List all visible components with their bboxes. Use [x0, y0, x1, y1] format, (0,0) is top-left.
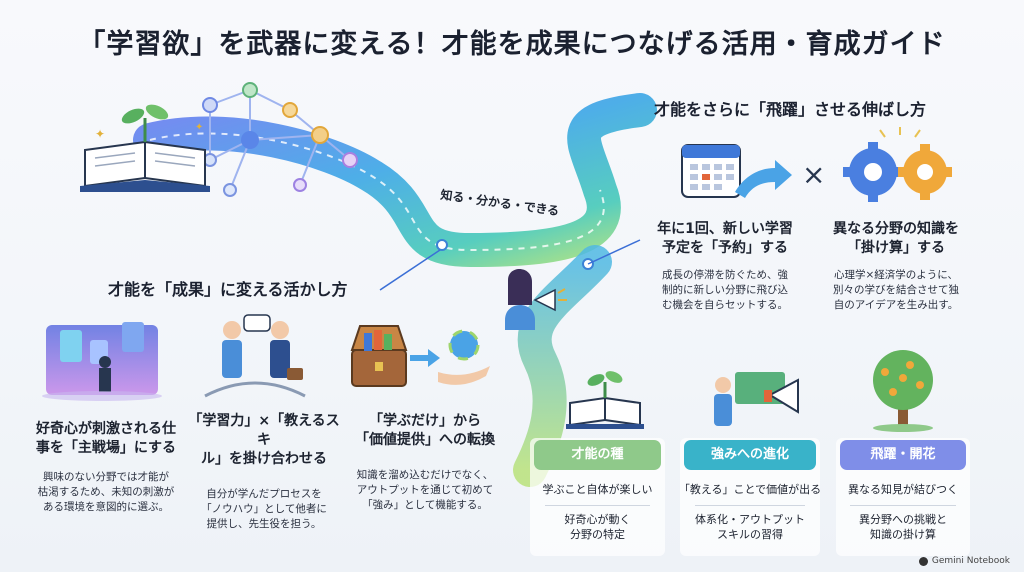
times-sign: × — [802, 158, 825, 191]
left-item-2-desc-line3: 提供し、先生役を担う。 — [206, 518, 322, 530]
stage-2-line1: 「教える」ことで価値が出る — [678, 483, 822, 496]
right-item-1-title-line1: 年に1回、新しい学習 — [657, 221, 793, 237]
portal-icon — [42, 322, 162, 401]
stage-2-line2b: スキルの習得 — [717, 528, 783, 541]
left-item-3: 「学ぶだけ」から 「価値提供」への転換 知識を溜め込むだけでなく、 アウトプット… — [340, 412, 510, 513]
stage-label-leap: 飛躍・開花 — [840, 440, 966, 470]
right-item-1: 年に1回、新しい学習 予定を「予約」する 成長の停滞を防ぐため、強 制的に新しい… — [650, 220, 800, 313]
svg-text:✦: ✦ — [95, 127, 105, 141]
arrow-icon — [410, 349, 440, 367]
left-item-1-desc-line2: 枯渇するため、未知の刺激が — [37, 486, 175, 498]
book-sprout-icon: ✦ ✦ — [80, 104, 210, 192]
stage-3-line2a: 異分野への挑戦と — [859, 513, 947, 526]
right-item-2-title-line2: 「掛け算」する — [847, 240, 945, 256]
stage-3-line1: 異なる知見が結びつく — [848, 483, 958, 496]
treasure-chest-icon — [350, 325, 408, 387]
left-item-2-title-line2: ル」を掛け合わせる — [201, 451, 327, 467]
globe-hand-icon — [438, 329, 490, 385]
stage-label-evolve: 強みへの進化 — [684, 440, 816, 470]
calendar-icon — [681, 144, 741, 198]
gears-icon — [843, 127, 952, 202]
stage-label-seed: 才能の種 — [534, 440, 661, 470]
right-item-1-title-line2: 予定を「予約」する — [662, 240, 788, 256]
left-section-heading: 才能を「成果」に変える活かし方 — [108, 280, 348, 299]
left-item-3-desc-line1: 知識を溜め込むだけでなく、 — [356, 469, 494, 481]
left-item-2-desc-line2: 「ノウハウ」として他者に — [201, 503, 327, 515]
divider — [545, 505, 650, 506]
stage-1-line1: 学ぶこと自体が楽しい — [542, 483, 653, 496]
left-item-2: 「学習力」×「教えるスキ ル」を掛け合わせる 自分が学んだプロセスを 「ノウハウ… — [184, 412, 344, 532]
speaker-woman-icon — [505, 268, 567, 330]
right-item-1-desc-line1: 成長の停滞を防ぐため、強 — [662, 269, 788, 281]
left-item-2-title-line1: 「学習力」×「教えるスキ — [188, 413, 340, 448]
divider — [850, 505, 956, 506]
arrow-icon — [735, 160, 792, 198]
brand-mark: Gemini Notebook — [918, 556, 1010, 566]
tree-icon — [873, 350, 933, 432]
svg-text:✦: ✦ — [195, 122, 203, 133]
left-item-1-title-line1: 好奇心が刺激される仕 — [36, 421, 176, 437]
left-item-3-title-line2: 「価値提供」への転換 — [355, 432, 495, 448]
left-item-3-desc-line3: 「強み」として機能する。 — [362, 499, 488, 511]
brand-name: Gemini Notebook — [931, 556, 1010, 566]
path-node — [436, 239, 448, 251]
right-item-1-desc-line2: 制的に新しい分野に飛び込 — [662, 284, 788, 296]
right-item-2: 異なる分野の知識を 「掛け算」する 心理学×経済学のように、 別々の学びを結合さ… — [816, 220, 976, 313]
stage-2-line2a: 体系化・アウトプット — [695, 513, 805, 526]
left-item-3-desc-line2: アウトプットを通じて初めて — [356, 484, 494, 496]
right-item-1-desc-line3: む機会を自らセットする。 — [662, 299, 788, 311]
left-item-2-desc-line1: 自分が学んだプロセスを — [206, 488, 322, 500]
left-item-3-title-line1: 「学ぶだけ」から — [369, 413, 481, 429]
divider — [695, 505, 805, 506]
right-item-2-desc-line1: 心理学×経済学のように、 — [834, 269, 958, 281]
handshake-icon — [204, 314, 306, 398]
right-item-2-title-line1: 異なる分野の知識を — [833, 221, 959, 237]
left-item-1: 好奇心が刺激される仕 事を「主戦場」にする 興味のない分野では才能が 枯渇するた… — [26, 420, 186, 515]
right-item-2-desc-line3: 自のアイデアを生み出す。 — [833, 299, 959, 311]
left-item-1-desc-line1: 興味のない分野では才能が — [43, 471, 169, 483]
stage-1-line2b: 分野の特定 — [570, 528, 625, 541]
right-item-2-desc-line2: 別々の学びを結合させて独 — [833, 284, 959, 296]
brand-logo-icon — [918, 556, 928, 566]
left-item-1-title-line2: 事を「主戦場」にする — [35, 440, 177, 456]
stage-1-line2a: 好奇心が動く — [564, 513, 631, 526]
left-item-1-desc-line3: ある環境を意図的に選ぶ。 — [43, 501, 169, 513]
book-sprout-icon — [566, 371, 644, 429]
teacher-icon — [714, 372, 799, 426]
page-title: 「学習欲」を武器に変える！才能を成果につなげる活用・育成ガイド — [78, 29, 946, 60]
stage-3-line2b: 知識の掛け算 — [870, 528, 936, 541]
right-section-heading: 才能をさらに「飛躍」させる伸ばし方 — [654, 100, 927, 119]
learning-path — [133, 93, 657, 268]
